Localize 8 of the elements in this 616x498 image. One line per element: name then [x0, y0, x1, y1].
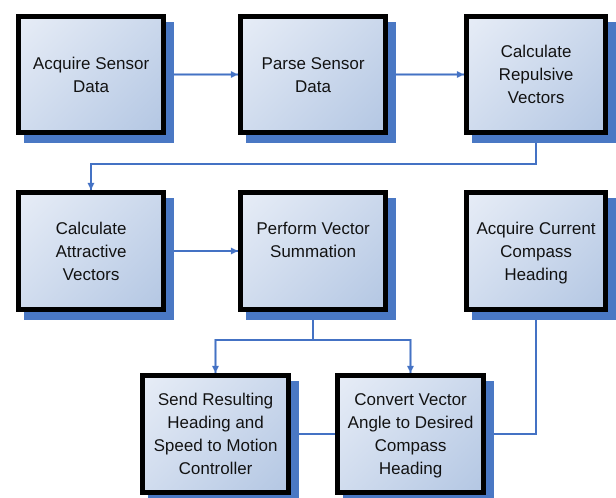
- box-label: Calculate Repulsive Vectors: [498, 41, 574, 109]
- box-label: Acquire Sensor Data: [32, 52, 150, 98]
- box-label: Send Resulting Heading and Speed to Motion Controller: [152, 389, 278, 480]
- box-label: Acquire Current Compass Heading: [475, 218, 597, 286]
- box-label: Perform Vector Summation: [255, 218, 371, 263]
- box-label: Convert Vector Angle to Desired Compass Heading: [346, 389, 474, 480]
- box-label: Parse Sensor Data: [260, 52, 366, 98]
- box-label: Calculate Attractive Vectors: [54, 218, 128, 286]
